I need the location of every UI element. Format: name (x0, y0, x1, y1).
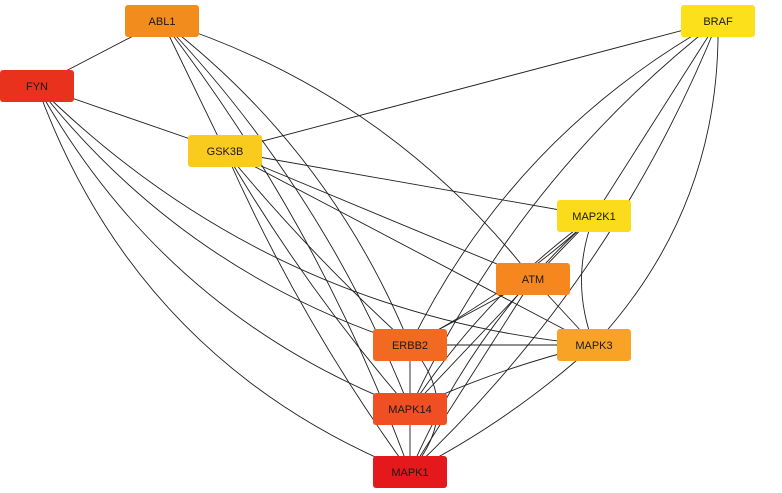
edge-gsk3b-atm (224, 150, 534, 280)
edge-fyn-mapk14 (36, 85, 411, 410)
node-mapk3[interactable]: MAPK3 (557, 329, 631, 361)
node-fyn[interactable]: FYN (0, 70, 74, 102)
node-label: MAPK1 (391, 467, 428, 479)
node-box (188, 135, 262, 167)
edge-atm-mapk1 (409, 278, 534, 473)
node-mapk1[interactable]: MAPK1 (373, 456, 447, 488)
node-label: FYN (26, 81, 48, 93)
node-box (557, 200, 631, 232)
node-label: MAPK3 (575, 340, 612, 352)
edge-gsk3b-mapk14 (224, 150, 411, 410)
edge-map2k1-mapk14 (409, 215, 595, 410)
edge-fyn-mapk1 (36, 85, 411, 473)
node-box (125, 5, 199, 37)
edge-map2k1-mapk3 (581, 215, 595, 346)
node-label: ABL1 (149, 16, 176, 28)
edge-braf-mapk1 (409, 20, 719, 473)
edge-braf-mapk3 (593, 20, 719, 346)
node-map2k1[interactable]: MAP2K1 (557, 200, 631, 232)
node-atm[interactable]: ATM (496, 263, 570, 295)
node-label: ATM (522, 274, 544, 286)
edge-gsk3b-mapk1 (224, 150, 411, 473)
node-gsk3b[interactable]: GSK3B (188, 135, 262, 167)
node-erbb2[interactable]: ERBB2 (373, 329, 447, 361)
node-box (373, 456, 447, 488)
node-box (0, 70, 74, 102)
node-mapk14[interactable]: MAPK14 (373, 393, 447, 425)
node-label: BRAF (703, 16, 733, 28)
node-label: GSK3B (207, 146, 244, 158)
node-label: MAPK14 (388, 404, 431, 416)
edge-gsk3b-mapk3 (224, 150, 595, 346)
edge-braf-map2k1 (593, 20, 719, 217)
edge-abl1-erbb2 (161, 20, 411, 346)
edge-abl1-mapk1 (161, 20, 411, 473)
edge-braf-erbb2 (409, 20, 719, 346)
edge-braf-gsk3b (224, 20, 719, 152)
edge-abl1-atm (161, 20, 534, 280)
node-label: ERBB2 (392, 340, 428, 352)
node-abl1[interactable]: ABL1 (125, 5, 199, 37)
node-box (373, 329, 447, 361)
edge-map2k1-mapk1 (409, 215, 595, 473)
node-box (557, 329, 631, 361)
edge-fyn-mapk3 (36, 85, 595, 346)
node-box (681, 5, 755, 37)
node-box (373, 393, 447, 425)
edge-gsk3b-map2k1 (224, 150, 595, 217)
edge-gsk3b-erbb2 (224, 150, 411, 346)
edge-fyn-erbb2 (36, 85, 411, 346)
node-label: MAP2K1 (572, 211, 615, 223)
node-box (496, 263, 570, 295)
node-braf[interactable]: BRAF (681, 5, 755, 37)
